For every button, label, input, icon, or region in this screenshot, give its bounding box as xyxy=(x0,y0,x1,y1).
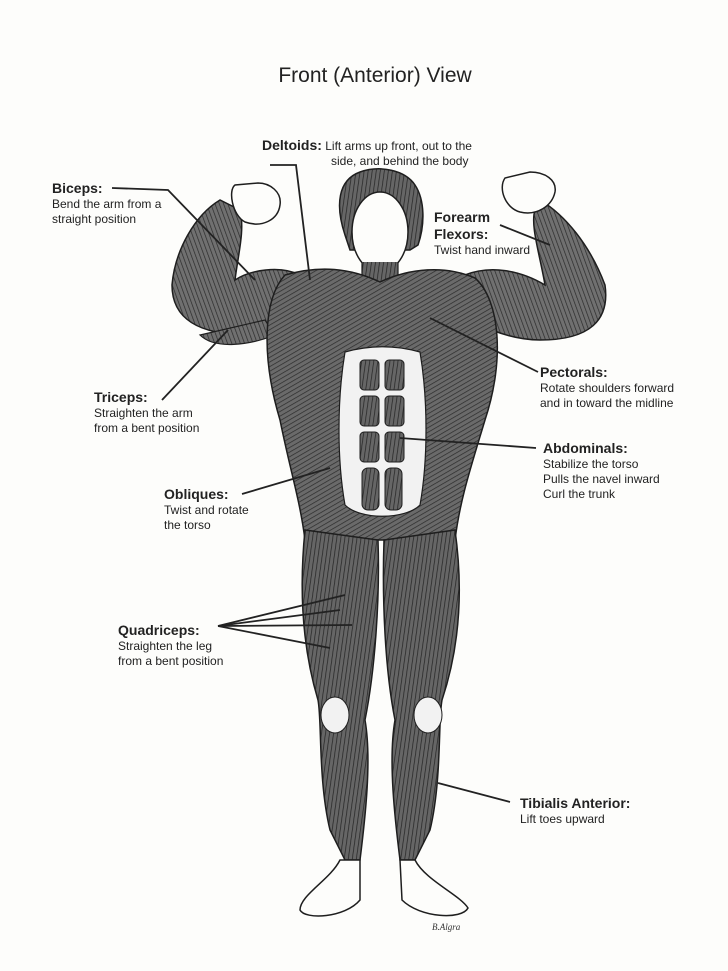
label-pectorals-desc-1: Rotate shoulders forward xyxy=(540,381,675,395)
label-abdominals: Abdominals: Stabilize the torso Pulls th… xyxy=(543,440,660,502)
label-pectorals-name: Pectorals: xyxy=(540,364,608,380)
label-forearm-flexors-desc: Twist hand inward xyxy=(434,243,531,257)
label-tibialis-anterior-desc: Lift toes upward xyxy=(520,812,605,826)
leader-lines xyxy=(111,164,551,803)
label-quadriceps-name: Quadriceps: xyxy=(118,622,200,638)
label-obliques: Obliques: Twist and rotate the torso xyxy=(164,486,249,533)
label-triceps-desc-2: from a bent position xyxy=(94,421,200,435)
label-obliques-name: Obliques: xyxy=(164,486,229,502)
torso xyxy=(266,268,499,541)
label-biceps-name: Biceps: xyxy=(52,180,103,196)
diagram-title: Front (Anterior) View xyxy=(278,64,472,87)
label-abdominals-name: Abdominals: xyxy=(543,440,628,456)
label-deltoids-desc-2: side, and behind the body xyxy=(331,154,469,168)
label-deltoids: Deltoids: Lift arms up front, out to the… xyxy=(262,137,472,169)
legs xyxy=(299,529,469,917)
artist-signature: B.Algra xyxy=(432,922,461,932)
label-abdominals-desc-2: Pulls the navel inward xyxy=(543,472,660,486)
label-biceps-desc-2: straight position xyxy=(52,212,137,226)
label-forearm-flexors-name-2: Flexors: xyxy=(434,226,489,242)
label-obliques-desc-2: the torso xyxy=(164,518,211,532)
label-deltoids-desc-1: Lift arms up front, out to the xyxy=(325,139,472,153)
label-forearm-flexors: Forearm Flexors: Twist hand inward xyxy=(434,209,530,258)
label-pectorals-desc-2: and in toward the midline xyxy=(540,396,674,410)
label-triceps: Triceps: Straighten the arm from a bent … xyxy=(94,389,199,436)
label-forearm-flexors-name-1: Forearm xyxy=(434,209,491,225)
label-abdominals-desc-3: Curl the trunk xyxy=(543,487,616,501)
label-deltoids-name: Deltoids: xyxy=(262,137,322,153)
label-obliques-desc-1: Twist and rotate xyxy=(164,503,249,517)
label-triceps-desc-1: Straighten the arm xyxy=(94,406,193,420)
label-quadriceps-desc-1: Straighten the leg xyxy=(118,639,213,653)
label-biceps: Biceps: Bend the arm from a straight pos… xyxy=(52,180,161,227)
label-quadriceps-desc-2: from a bent position xyxy=(118,654,224,668)
head xyxy=(338,168,424,286)
right-arm xyxy=(454,171,607,341)
label-biceps-desc-1: Bend the arm from a xyxy=(52,197,162,211)
label-quadriceps: Quadriceps: Straighten the leg from a be… xyxy=(118,622,223,669)
label-triceps-name: Triceps: xyxy=(94,389,148,405)
label-pectorals: Pectorals: Rotate shoulders forward and … xyxy=(540,364,674,411)
label-tibialis-anterior-name: Tibialis Anterior: xyxy=(520,795,631,811)
label-tibialis-anterior: Tibialis Anterior: Lift toes upward xyxy=(520,795,630,827)
label-abdominals-desc-1: Stabilize the torso xyxy=(543,457,639,471)
